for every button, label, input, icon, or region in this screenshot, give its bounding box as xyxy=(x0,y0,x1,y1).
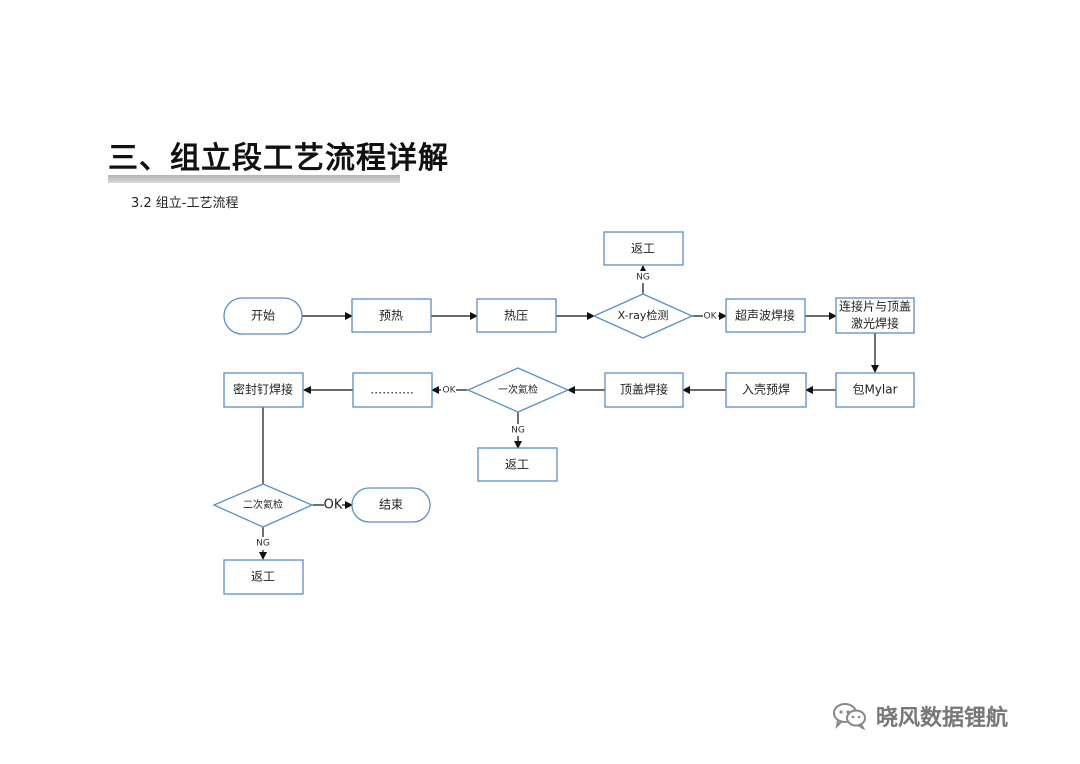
dots-label: ……….. xyxy=(370,383,414,397)
section-subtitle: 3.2 组立-工艺流程 xyxy=(131,196,239,211)
tab-laser-label-line1: 连接片与顶盖 xyxy=(839,299,911,314)
xray-label: X-ray检测 xyxy=(618,308,669,322)
start-label: 开始 xyxy=(251,309,275,323)
top-cover-welding-box xyxy=(604,372,684,408)
mylar-label: 包Mylar xyxy=(852,383,897,397)
dots-box xyxy=(352,372,433,408)
rework-he1-label: 返工 xyxy=(505,458,529,472)
rework-he1-box xyxy=(477,447,558,482)
tab-laser-box xyxy=(835,297,915,334)
hot-press-box xyxy=(476,298,557,333)
he-check-1-label: 一次氦检 xyxy=(498,383,538,396)
hot-press-label: 热压 xyxy=(504,309,528,323)
rework-he2-box xyxy=(223,559,304,595)
xray-decision xyxy=(592,293,694,339)
title-underline-bar xyxy=(108,175,400,183)
top-cover-welding-label: 顶盖焊接 xyxy=(620,382,668,397)
preheat-box xyxy=(351,298,432,333)
shell-prewelding-label: 入壳预焊 xyxy=(742,382,790,397)
he2-ng-label: NG xyxy=(256,539,270,549)
flow-edges xyxy=(259,265,879,560)
watermark-text: 晓风数据锂航 xyxy=(876,706,1009,731)
rework-he2-label: 返工 xyxy=(251,570,275,584)
he-check-1-decision xyxy=(466,367,570,413)
preheat-label: 预热 xyxy=(379,309,403,323)
seal-nail-welding-box xyxy=(223,372,304,408)
rework-xray-box xyxy=(603,231,684,266)
he-check-2-label: 二次氦检 xyxy=(243,498,283,511)
mylar-box xyxy=(835,372,915,408)
he-check-2-decision xyxy=(212,483,314,528)
wechat-icon xyxy=(833,703,866,730)
ultrasonic-label: 超声波焊接 xyxy=(735,308,795,323)
tab-laser-label-line2: 激光焊接 xyxy=(851,316,899,331)
ultrasonic-box xyxy=(725,298,806,333)
end-terminal xyxy=(351,487,431,523)
watermark: 晓风数据锂航 xyxy=(832,700,1008,732)
shell-prewelding-box xyxy=(725,372,807,408)
he1-ok-label: OK xyxy=(443,386,457,396)
xray-ok-label: OK xyxy=(704,312,718,322)
seal-nail-welding-label: 密封钉焊接 xyxy=(233,382,293,397)
page-title: 三、组立段工艺流程详解 xyxy=(108,141,449,176)
xray-ng-label: NG xyxy=(636,273,650,283)
he1-ng-label: NG xyxy=(511,426,525,436)
rework-xray-label: 返工 xyxy=(631,242,655,256)
start-terminal xyxy=(223,297,303,335)
he2-ok-label: OK xyxy=(324,498,343,513)
end-label: 结束 xyxy=(379,498,403,512)
